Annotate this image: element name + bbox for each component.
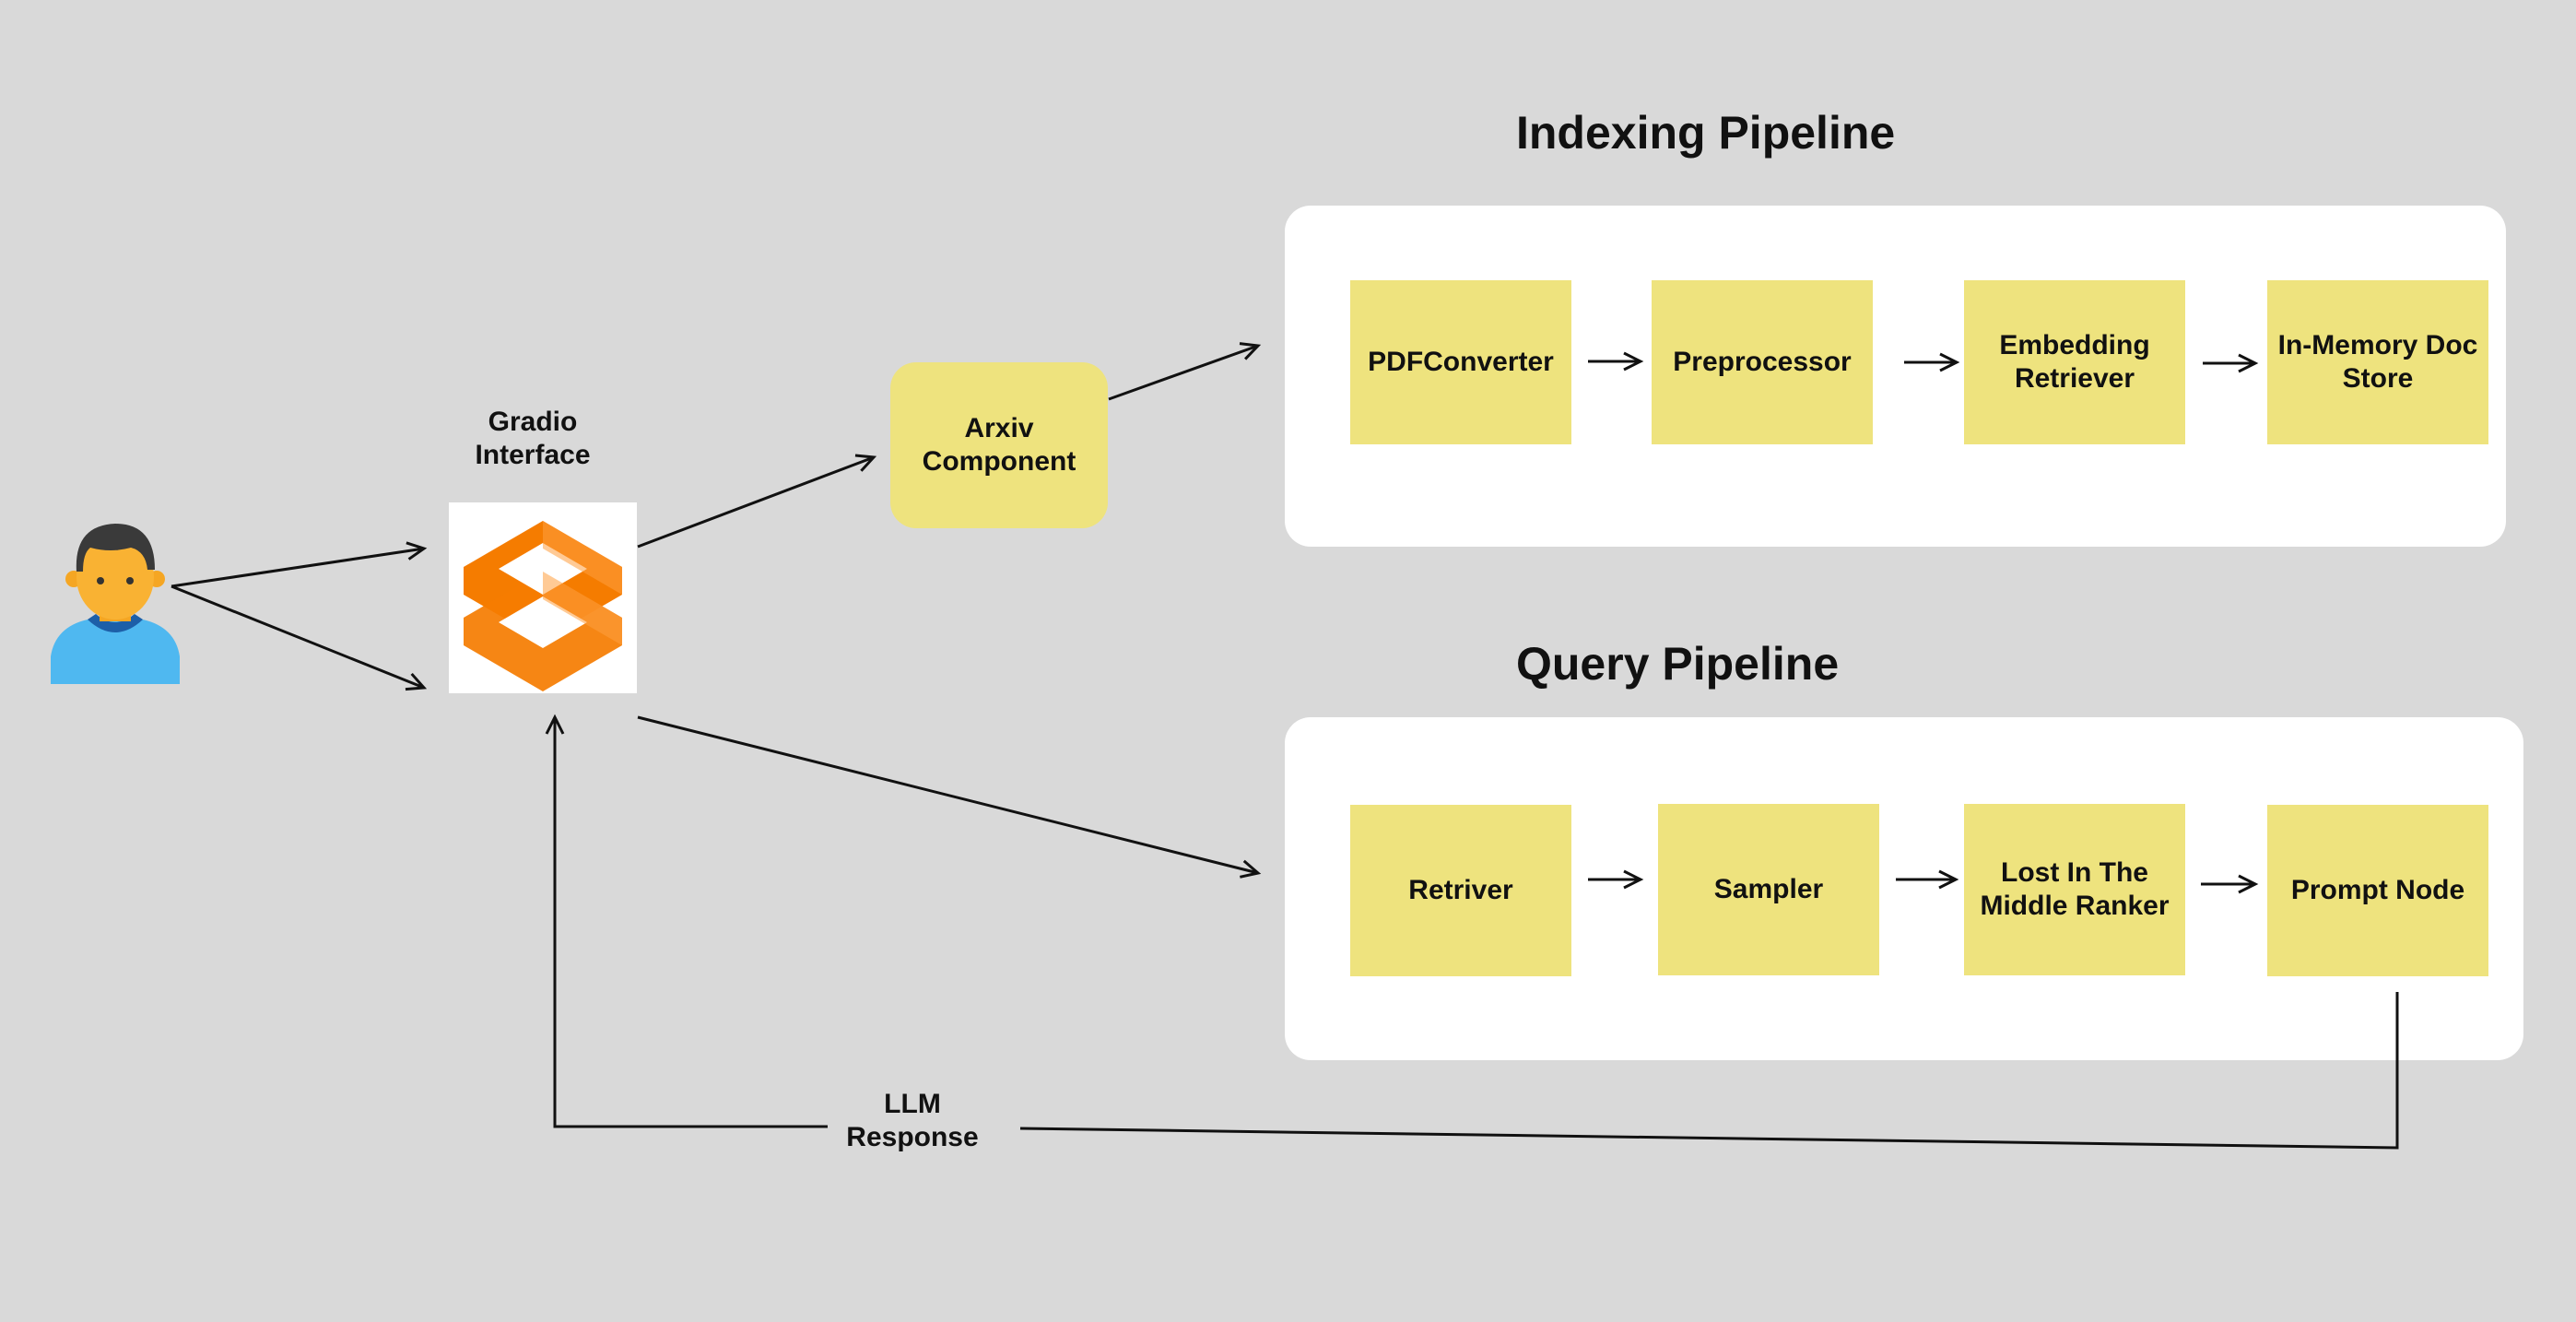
arrow-user-to-gradio-bottom [171, 584, 428, 691]
arrow-response-to-gradio [545, 714, 828, 1128]
user-avatar-icon [51, 524, 180, 684]
arrow-promptnode-response-right [1019, 992, 2399, 1150]
retriver-node[interactable]: Retriver [1350, 805, 1571, 976]
gradio-interface-label: Gradio Interface [475, 407, 591, 470]
in-memory-doc-store-node[interactable]: In-Memory Doc Store [2267, 280, 2488, 444]
sampler-node[interactable]: Sampler [1658, 804, 1879, 975]
pdf-converter-node[interactable]: PDFConverter [1350, 280, 1571, 444]
arrow-arxiv-to-indexing [1108, 342, 1262, 401]
lost-in-the-middle-ranker-node[interactable]: Lost In The Middle Ranker [1964, 804, 2185, 975]
arrow-user-to-gradio-top [171, 541, 428, 588]
arrow-gradio-to-query [637, 715, 1262, 879]
arxiv-component-node[interactable]: Arxiv Component [890, 362, 1108, 528]
preprocessor-node[interactable]: Preprocessor [1652, 280, 1873, 444]
prompt-node[interactable]: Prompt Node [2267, 805, 2488, 976]
indexing-pipeline-title: Indexing Pipeline [1516, 107, 1896, 159]
gradio-interface-logo[interactable] [449, 502, 637, 693]
embedding-retriever-node[interactable]: Embedding Retriever [1964, 280, 2185, 444]
haystack-logo-icon [464, 521, 622, 691]
query-pipeline-title: Query Pipeline [1516, 638, 1840, 690]
llm-response-label: LLM Response [846, 1089, 979, 1152]
arrow-gradio-to-arxiv [637, 454, 877, 549]
